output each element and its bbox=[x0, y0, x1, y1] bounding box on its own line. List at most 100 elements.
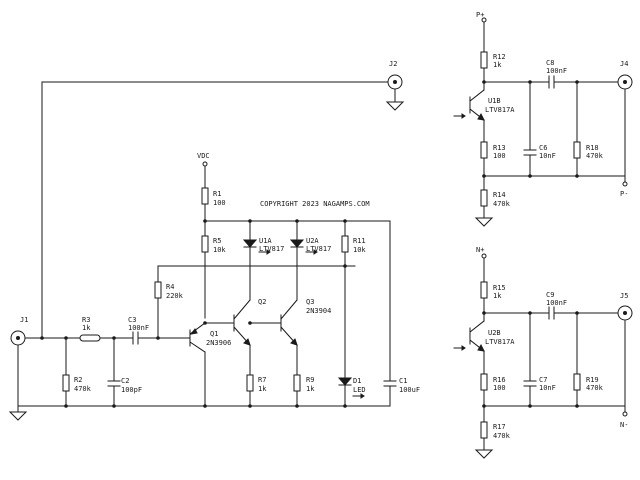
capacitor-c3-value: 100nF bbox=[128, 324, 149, 332]
led-d1: D1 LED bbox=[337, 377, 366, 399]
junction-dots-main bbox=[40, 219, 347, 408]
resistor-r7: R7 1k bbox=[246, 374, 267, 393]
capacitor-c1-ref: C1 bbox=[399, 377, 407, 385]
capacitor-c1-value: 100uF bbox=[399, 386, 420, 394]
optocoupler-u2a: U2A LTV817 bbox=[289, 237, 331, 255]
optocoupler-u1a-part: LTV817 bbox=[259, 245, 284, 253]
resistor-r1-value: 100 bbox=[213, 199, 226, 207]
optocoupler-u1b-ref: U1B bbox=[488, 97, 501, 105]
resistor-r4-ref: R4 bbox=[166, 283, 174, 291]
capacitor-c7-value: 10nF bbox=[539, 384, 556, 392]
resistor-r9-ref: R9 bbox=[306, 376, 314, 384]
resistor-r15-value: 1k bbox=[493, 292, 502, 300]
wires-top-right bbox=[483, 21, 626, 219]
capacitor-c2-ref: C2 bbox=[121, 377, 129, 385]
connector-j5-label: J5 bbox=[620, 292, 628, 300]
capacitor-c8-value: 100nF bbox=[546, 67, 567, 75]
resistor-r17: R17 470k bbox=[480, 421, 511, 440]
resistor-r9-value: 1k bbox=[306, 385, 315, 393]
resistor-r15-ref: R15 bbox=[493, 284, 506, 292]
optocoupler-u2b-part: LTV817A bbox=[485, 338, 515, 346]
n-minus-label: N- bbox=[620, 421, 628, 429]
resistor-r16: R16 100 bbox=[480, 373, 506, 392]
vdc-rail: VDC bbox=[197, 152, 210, 167]
optocoupler-u2a-ref: U2A bbox=[306, 237, 319, 245]
resistor-r3: R3 1k bbox=[79, 316, 101, 342]
resistor-r14: R14 470k bbox=[480, 189, 511, 208]
resistor-r18-value: 470k bbox=[586, 152, 604, 160]
capacitor-c9-ref: C9 bbox=[546, 291, 554, 299]
capacitor-c3-ref: C3 bbox=[128, 316, 136, 324]
p-minus-rail: P- bbox=[620, 181, 628, 198]
resistor-r11: R11 10k bbox=[341, 235, 366, 254]
vdc-label: VDC bbox=[197, 152, 210, 160]
n-plus-rail: N+ bbox=[476, 246, 487, 259]
transistor-q1: Q1 2N3906 bbox=[189, 322, 231, 358]
n-plus-label: N+ bbox=[476, 246, 484, 254]
resistor-r14-value: 470k bbox=[493, 200, 511, 208]
wires-bottom-right bbox=[483, 257, 626, 451]
connector-j4-label: J4 bbox=[620, 60, 628, 68]
resistor-r19-ref: R19 bbox=[586, 376, 599, 384]
capacitor-c6-ref: C6 bbox=[539, 144, 547, 152]
connector-j1: J1 bbox=[10, 316, 28, 346]
resistor-r11-value: 10k bbox=[353, 246, 366, 254]
connector-j2-label: J2 bbox=[389, 60, 397, 68]
led-d1-part: LED bbox=[353, 386, 366, 394]
p-plus-label: P+ bbox=[476, 11, 484, 19]
led-d1-ref: D1 bbox=[353, 377, 361, 385]
resistor-r5-ref: R5 bbox=[213, 237, 221, 245]
ground-symbol bbox=[474, 449, 494, 459]
capacitor-c9-value: 100nF bbox=[546, 299, 567, 307]
capacitor-c7-ref: C7 bbox=[539, 376, 547, 384]
resistor-r12-value: 1k bbox=[493, 61, 502, 69]
junction-dots-top-right bbox=[482, 80, 579, 178]
resistor-r19: R19 470k bbox=[573, 373, 604, 392]
resistor-r7-ref: R7 bbox=[258, 376, 266, 384]
resistor-r9: R9 1k bbox=[293, 374, 315, 393]
transistor-q1-ref: Q1 bbox=[210, 330, 218, 338]
resistor-r1-ref: R1 bbox=[213, 190, 221, 198]
transistor-q3: Q3 2N3904 bbox=[280, 298, 331, 346]
resistor-r11-ref: R11 bbox=[353, 237, 366, 245]
optocoupler-u2a-part: LTV817 bbox=[306, 245, 331, 253]
resistor-r16-value: 100 bbox=[493, 384, 506, 392]
transistor-q1-part: 2N3906 bbox=[206, 339, 231, 347]
resistor-r2-ref: R2 bbox=[74, 376, 82, 384]
transistor-q2: Q2 bbox=[233, 298, 266, 346]
capacitor-c2: C2 100pF bbox=[107, 377, 142, 394]
resistor-r13-value: 100 bbox=[493, 152, 506, 160]
resistor-r13-ref: R13 bbox=[493, 144, 506, 152]
capacitor-c6: C6 10nF bbox=[523, 144, 556, 160]
resistor-r12: R12 1k bbox=[480, 51, 506, 69]
resistor-r12-ref: R12 bbox=[493, 53, 506, 61]
resistor-r16-ref: R16 bbox=[493, 376, 506, 384]
optocoupler-u2b-ref: U2B bbox=[488, 329, 501, 337]
n-minus-rail: N- bbox=[620, 411, 628, 429]
connector-j4: J4 bbox=[617, 60, 633, 90]
transistor-q3-part: 2N3904 bbox=[306, 307, 331, 315]
p-plus-rail: P+ bbox=[476, 11, 487, 23]
resistor-r14-ref: R14 bbox=[493, 191, 506, 199]
capacitor-c2-value: 100pF bbox=[121, 386, 142, 394]
resistor-r13: R13 100 bbox=[480, 141, 506, 160]
resistor-r3-ref: R3 bbox=[82, 316, 90, 324]
resistor-r4-value: 220k bbox=[166, 292, 184, 300]
optocoupler-u2b: U2B LTV817A bbox=[453, 320, 515, 352]
junction-dots-bottom-right bbox=[482, 311, 579, 408]
ground-symbol bbox=[474, 217, 494, 227]
capacitor-c1: C1 100uF bbox=[383, 377, 420, 394]
ground-symbol bbox=[385, 101, 405, 111]
resistor-r2: R2 470k bbox=[62, 374, 92, 393]
resistor-r1: R1 100 bbox=[201, 187, 226, 207]
capacitor-c6-value: 10nF bbox=[539, 152, 556, 160]
optocoupler-u1a-ref: U1A bbox=[259, 237, 272, 245]
optocoupler-u1a: U1A LTV817 bbox=[242, 237, 284, 255]
connector-j5: J5 bbox=[617, 292, 633, 321]
capacitor-c8-ref: C8 bbox=[546, 59, 554, 67]
capacitor-c7: C7 10nF bbox=[523, 376, 556, 392]
resistor-r3-value: 1k bbox=[82, 324, 91, 332]
transistor-q2-ref: Q2 bbox=[258, 298, 266, 306]
resistor-r2-value: 470k bbox=[74, 385, 92, 393]
